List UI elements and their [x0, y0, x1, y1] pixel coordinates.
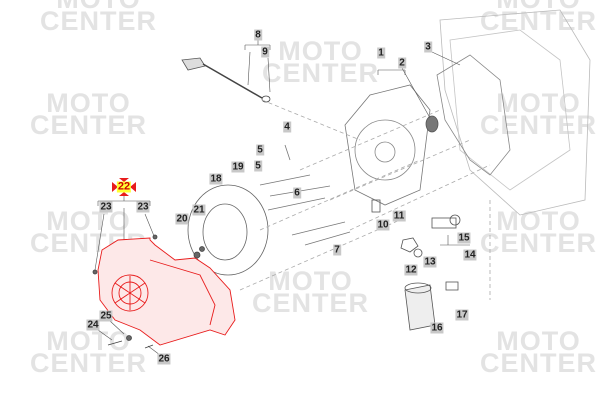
- fan-cover-highlighted: [97, 237, 236, 346]
- dipstick: [181, 57, 206, 71]
- part-label-22-selected[interactable]: 22: [116, 180, 132, 193]
- part-label-23[interactable]: 23: [136, 201, 150, 213]
- selection-arrows: [112, 178, 136, 196]
- part-label-20[interactable]: 20: [175, 213, 189, 225]
- engine-block: [439, 9, 591, 216]
- part-label-25[interactable]: 25: [99, 310, 113, 322]
- part-label-14[interactable]: 14: [463, 249, 477, 261]
- part-label-17[interactable]: 17: [455, 309, 469, 321]
- part-label-13[interactable]: 13: [423, 256, 437, 268]
- filter-union: [431, 217, 457, 229]
- part-label-16[interactable]: 16: [430, 322, 444, 334]
- gasket: [436, 54, 511, 176]
- part-label-19[interactable]: 19: [231, 161, 245, 173]
- part-label-5[interactable]: 5: [256, 144, 264, 156]
- part-label-12[interactable]: 12: [404, 264, 418, 276]
- part-label-10[interactable]: 10: [376, 219, 390, 231]
- part-label-26[interactable]: 26: [157, 353, 171, 365]
- drain-plug: [400, 237, 419, 253]
- part-label-4[interactable]: 4: [283, 121, 291, 133]
- part-label-3[interactable]: 3: [424, 41, 432, 53]
- part-label-11[interactable]: 11: [392, 210, 406, 222]
- part-label-2[interactable]: 2: [398, 57, 406, 69]
- part-label-9[interactable]: 9: [261, 46, 269, 58]
- part-label-7[interactable]: 7: [333, 244, 341, 256]
- part-label-24[interactable]: 24: [86, 319, 100, 331]
- part-label-8[interactable]: 8: [254, 29, 262, 41]
- part-label-23[interactable]: 23: [99, 201, 113, 213]
- part-label-18[interactable]: 18: [209, 173, 223, 185]
- flywheel: [187, 184, 269, 276]
- crankcase-cover: [344, 84, 431, 206]
- part-label-15[interactable]: 15: [457, 232, 471, 244]
- part-label-6[interactable]: 6: [293, 187, 301, 199]
- part-label-5[interactable]: 5: [254, 160, 262, 172]
- part-label-1[interactable]: 1: [377, 47, 385, 59]
- part-label-21[interactable]: 21: [192, 204, 206, 216]
